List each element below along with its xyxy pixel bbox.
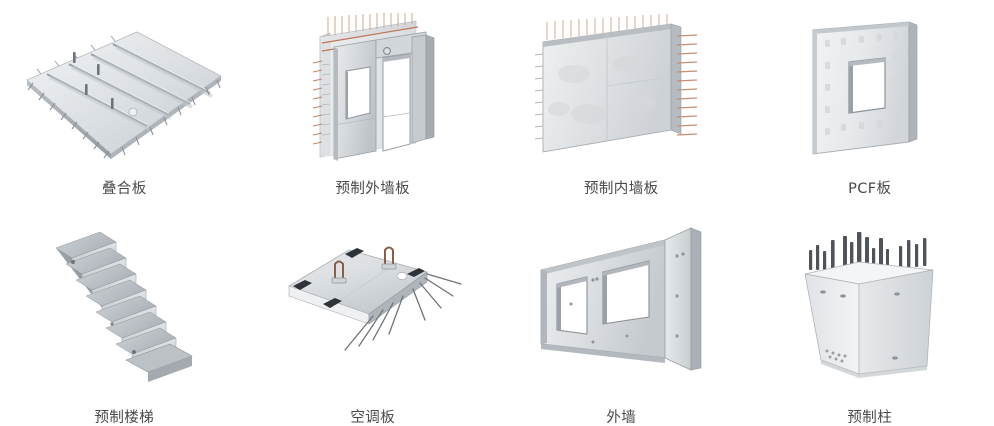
precast-interior-wall-panel-label: 预制内墙板 xyxy=(584,182,659,197)
air-conditioner-slab-label: 空调板 xyxy=(350,411,395,426)
pcf-panel-figure xyxy=(760,0,980,178)
precast-exterior-wall-panel-figure xyxy=(263,0,483,178)
precast-interior-wall-panel-icon xyxy=(529,14,714,164)
exterior-wall-icon xyxy=(531,218,711,383)
gallery-item-precast-exterior-wall-panel[interactable]: 预制外墙板 xyxy=(249,0,498,196)
gallery-item-pcf-panel[interactable]: PCF板 xyxy=(746,0,994,196)
composite-slab-figure xyxy=(14,0,234,178)
composite-slab-icon xyxy=(19,14,229,164)
gallery-item-precast-interior-wall-panel[interactable]: 预制内墙板 xyxy=(497,0,746,196)
gallery-row-2: 预制楼梯 xyxy=(0,196,994,425)
precast-column-icon xyxy=(787,218,952,383)
pcf-panel-icon xyxy=(797,14,942,164)
exterior-wall-figure xyxy=(511,196,731,405)
gallery-item-composite-slab[interactable]: 叠合板 xyxy=(0,0,249,196)
precast-stair-icon xyxy=(42,220,207,380)
gallery-item-exterior-wall[interactable]: 外墙 xyxy=(497,196,746,425)
precast-exterior-wall-panel-label: 预制外墙板 xyxy=(336,182,411,197)
gallery-row-1: 叠合板 xyxy=(0,0,994,196)
gallery-item-air-conditioner-slab[interactable]: 空调板 xyxy=(249,196,498,425)
air-conditioner-slab-figure xyxy=(263,196,483,405)
precast-stair-label: 预制楼梯 xyxy=(94,411,154,426)
precast-column-label: 预制柱 xyxy=(847,411,892,426)
composite-slab-label: 叠合板 xyxy=(102,182,147,197)
precast-exterior-wall-panel-icon xyxy=(298,13,448,165)
precast-interior-wall-panel-figure xyxy=(511,0,731,178)
gallery-item-precast-column[interactable]: 预制柱 xyxy=(746,196,994,425)
precast-stair-figure xyxy=(14,196,234,405)
air-conditioner-slab-icon xyxy=(273,238,473,363)
precast-column-figure xyxy=(760,196,980,405)
exterior-wall-label: 外墙 xyxy=(606,411,636,426)
pcf-panel-label: PCF板 xyxy=(848,182,891,197)
gallery-item-precast-stair[interactable]: 预制楼梯 xyxy=(0,196,249,425)
